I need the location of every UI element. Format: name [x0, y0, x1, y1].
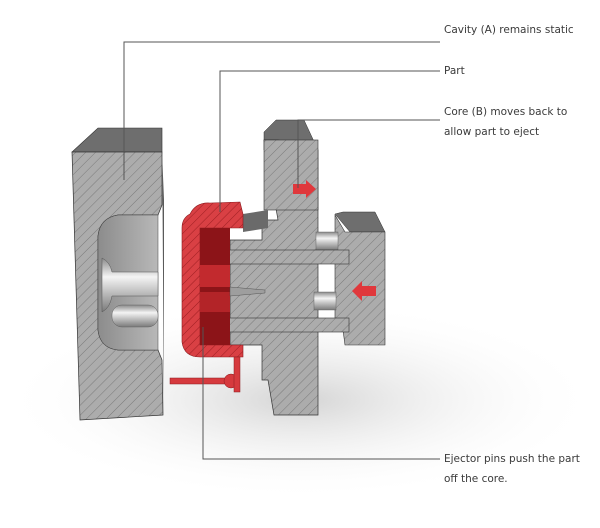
core-move-arrow — [293, 180, 316, 198]
cavity-block — [71, 127, 164, 421]
leader-line-part — [219, 70, 440, 212]
label-ejector-pins: Ejector pins push the part off the core. — [444, 453, 580, 485]
label-cavity: Cavity (A) remains static — [444, 24, 574, 36]
ejector-push-arrow — [352, 281, 376, 301]
leader-line-cavity — [123, 41, 440, 180]
label-core: Core (B) moves back to allow part to eje… — [444, 106, 568, 138]
label-part: Part — [444, 65, 465, 77]
leader-line-core — [297, 119, 440, 188]
core-block — [193, 119, 386, 416]
ejector-pin — [169, 356, 241, 393]
leader-line-ejector — [202, 327, 440, 460]
part — [181, 201, 266, 358]
